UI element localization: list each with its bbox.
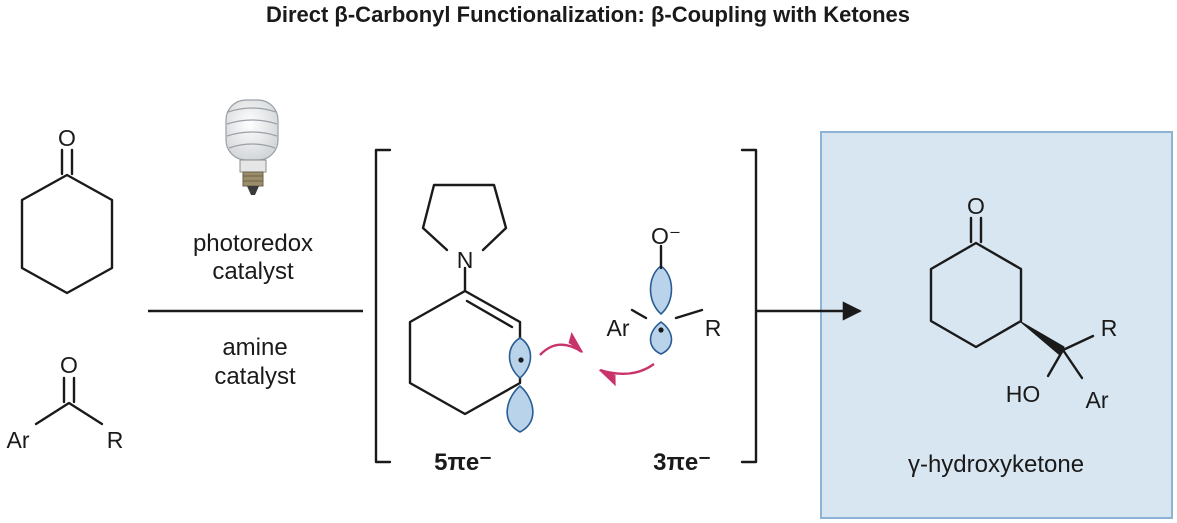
- gamma-hydroxyketone-structure: O R HO Ar: [929, 193, 1118, 413]
- left-bracket: [374, 148, 392, 464]
- right-bracket: [740, 148, 758, 464]
- enamine-p-orbital-lower: [506, 384, 534, 433]
- ketyl-radical-dot: [658, 327, 664, 333]
- enamine-electron-count: 5πe⁻: [434, 449, 492, 476]
- aryl-ketone-ar-label: Ar: [7, 427, 30, 453]
- cyclohexanone-oxygen-label: O: [58, 125, 76, 151]
- product-ar-label: Ar: [1086, 387, 1109, 413]
- enamine-radical-structure: N: [408, 183, 534, 433]
- product-r-label: R: [1101, 315, 1118, 341]
- enamine-nitrogen-label: N: [457, 247, 474, 273]
- product-oxygen-label: O: [967, 193, 985, 219]
- ketyl-electron-count: 3πe⁻: [653, 449, 711, 476]
- ketyl-ar-label: Ar: [607, 315, 630, 341]
- ketyl-oxygen-label: O⁻: [651, 223, 681, 249]
- cyclohexanone-structure: O: [20, 125, 114, 295]
- ketyl-p-orbital-upper: [649, 265, 673, 316]
- aryl-ketone-r-label: R: [107, 427, 124, 453]
- product-box: [820, 131, 1173, 519]
- condition-amine-catalyst-label: catalyst: [214, 363, 296, 390]
- electron-arrow-left: [598, 363, 655, 387]
- aryl-ketone-structure: O Ar R: [7, 352, 124, 453]
- electron-arrow-right: [539, 332, 584, 356]
- ketyl-radical-structure: O⁻ Ar R: [607, 223, 722, 355]
- product-name-label: γ-hydroxyketone: [908, 451, 1084, 478]
- product-ho-label: HO: [1006, 381, 1041, 407]
- aryl-ketone-oxygen-label: O: [60, 352, 78, 378]
- condition-photoredox-label: photoredox: [193, 230, 313, 257]
- condition-photoredox-catalyst-label: catalyst: [212, 258, 294, 285]
- scheme-title: Direct β-Carbonyl Functionalization: β-C…: [266, 2, 910, 27]
- condition-amine-label: amine: [222, 334, 287, 361]
- ketyl-p-orbital-lower: [649, 321, 673, 355]
- ketyl-r-label: R: [705, 315, 722, 341]
- light-bulb-icon: [225, 99, 279, 195]
- enamine-radical-dot: [518, 357, 524, 363]
